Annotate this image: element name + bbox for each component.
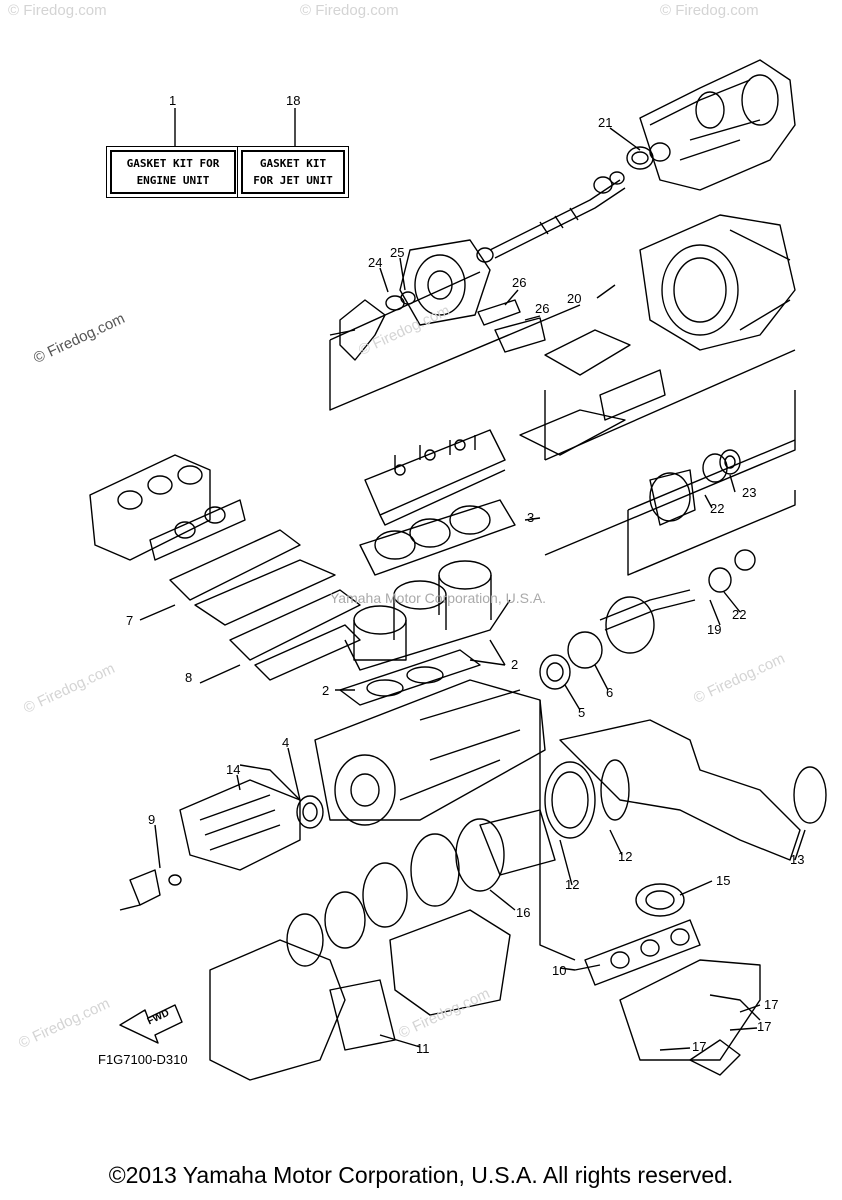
drive-shaft [476,171,626,263]
cylinder-head [364,429,506,526]
callout-20: 20 [567,291,582,306]
callout-2: 2 [511,657,519,672]
exhaust-and-pump-pipes [286,719,827,967]
callout-7: 7 [126,613,134,628]
engine-gasket-kit-label: GASKET KIT FOR ENGINE UNIT [110,150,236,194]
callout-3: 3 [527,510,535,525]
callout-5: 5 [578,705,586,720]
intake-manifold [89,454,361,681]
exhaust-manifold [584,883,761,1076]
callout-17: 17 [764,997,779,1012]
shaft-bearings [539,549,756,690]
callout-6: 6 [606,685,614,700]
callout-15: 15 [716,873,731,888]
valve-9 [119,869,161,911]
base-gasket [339,649,481,706]
gasket-26 [477,299,521,326]
callout-22: 22 [732,607,747,622]
callout-4: 4 [282,735,290,750]
callout-26: 26 [535,301,550,316]
callout-23: 23 [742,485,757,500]
callout-10: 10 [552,963,567,978]
watermark: © Firedog.com [660,2,759,19]
callout-19: 19 [707,622,722,637]
callout-25: 25 [390,245,405,260]
watermark: © Firedog.com [8,2,107,19]
callout-16: 16 [516,905,531,920]
jet-unit-bracket-lines [329,271,796,556]
callout-12: 12 [618,849,633,864]
callout-13: 13 [790,852,805,867]
callout-9: 9 [148,812,156,827]
callout-17: 17 [757,1019,772,1034]
o-ring-21 [626,146,654,170]
callout-1: 1 [169,93,177,108]
callout-11: 11 [416,1041,430,1056]
callout-17: 17 [692,1039,707,1054]
fwd-arrow-icon [119,1004,183,1044]
callout-18: 18 [286,93,301,108]
callout-22: 22 [710,501,725,516]
coupler-assembly [649,449,741,526]
copyright-footer: ©2013 Yamaha Motor Corporation, U.S.A. A… [108,1162,734,1188]
intake-housing [639,214,796,351]
callout-12: 12 [565,877,580,892]
head-gasket [359,499,516,576]
faint-copyright: Yamaha Motor Corporation, U.S.A. [330,590,547,606]
callout-2: 2 [322,683,330,698]
crankcase [314,679,546,826]
watermark: © Firedog.com [300,2,399,19]
callout-24: 24 [368,255,383,270]
diagram-code: F1G7100-D310 [98,1052,188,1067]
jet-pump-housing [639,59,796,191]
callout-26: 26 [512,275,527,290]
cylinder-block [344,560,511,671]
oil-seal-4 [296,795,324,829]
callout-8: 8 [185,670,193,685]
callout-14: 14 [226,762,241,777]
jet-gasket-kit-label: GASKET KIT FOR JET UNIT [241,150,345,194]
stator-cover [179,764,301,871]
callout-21: 21 [598,115,613,130]
